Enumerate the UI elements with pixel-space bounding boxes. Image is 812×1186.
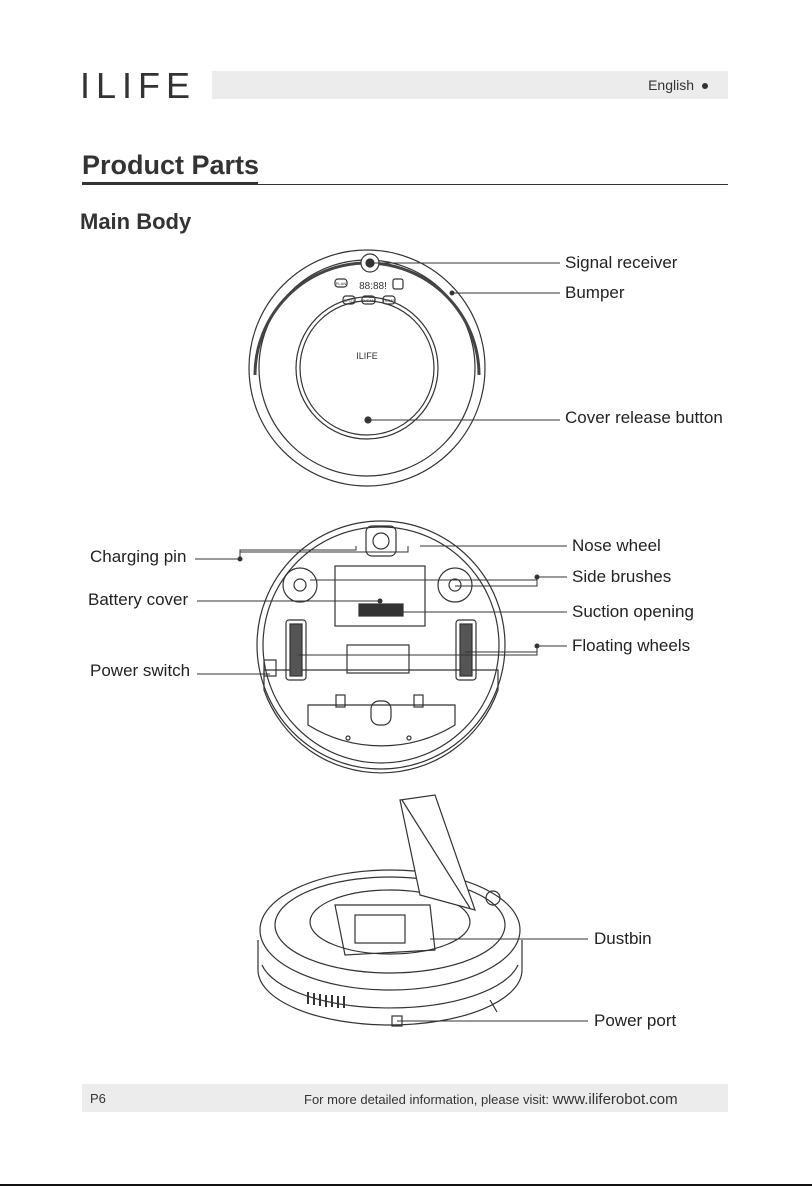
label-floating-wheels: Floating wheels — [572, 636, 690, 656]
plan-button-label: PLAN — [336, 281, 347, 286]
label-signal-receiver: Signal receiver — [565, 253, 677, 273]
footer-bar: P6 For more detailed information, please… — [82, 1084, 728, 1112]
spot-button-label: SPOT — [344, 298, 355, 303]
footer-info: For more detailed information, please vi… — [304, 1091, 678, 1108]
website-link[interactable]: www.iliferobot.com — [553, 1091, 678, 1108]
footer-info-text: For more detailed information, please vi… — [304, 1092, 549, 1107]
label-battery-cover: Battery cover — [88, 590, 188, 610]
home-button-label: HOME — [383, 298, 395, 303]
clean-button-label: CLEAN — [361, 298, 374, 303]
robot-logo: ILIFE — [356, 351, 378, 361]
label-cover-release-button: Cover release button — [565, 408, 723, 428]
page-number: P6 — [90, 1091, 106, 1106]
label-power-port: Power port — [594, 1011, 676, 1031]
robot-side-view — [258, 795, 522, 1026]
robot-bottom-view — [257, 521, 505, 773]
label-power-switch: Power switch — [90, 661, 190, 681]
label-bumper: Bumper — [565, 283, 625, 303]
label-suction-opening: Suction opening — [572, 602, 694, 622]
label-dustbin: Dustbin — [594, 929, 652, 949]
label-nose-wheel: Nose wheel — [572, 536, 661, 556]
label-charging-pin: Charging pin — [90, 547, 186, 567]
robot-display: 88:88! — [359, 281, 387, 292]
label-side-brushes: Side brushes — [572, 567, 671, 587]
